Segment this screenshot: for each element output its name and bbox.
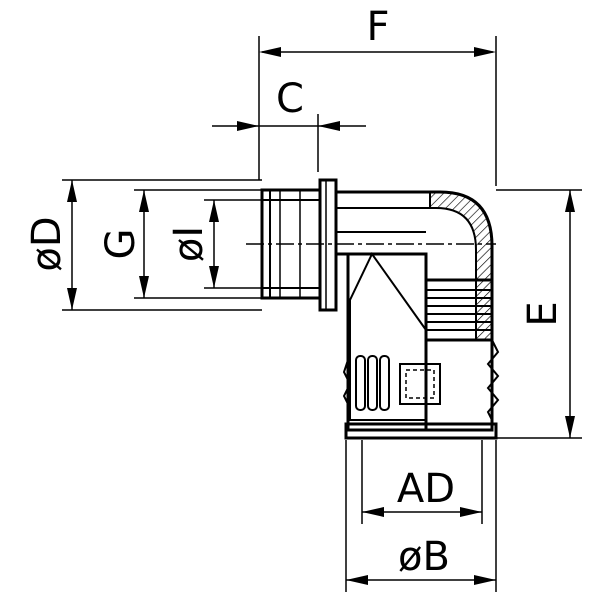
dim-AD: AD	[361, 440, 483, 524]
label-F: F	[366, 4, 389, 50]
outlet-nut	[424, 278, 494, 432]
label-I: øI	[166, 226, 212, 262]
dim-E: E	[496, 189, 582, 439]
dimensions: F C øD G	[24, 4, 582, 592]
dim-B: øB	[345, 440, 497, 592]
serration	[486, 339, 500, 421]
dim-I: øI	[166, 199, 262, 289]
label-E: E	[520, 301, 566, 326]
dim-F: F	[258, 4, 497, 186]
dim-C: C	[212, 76, 366, 172]
label-D: øD	[24, 216, 70, 271]
elbow-section-hatch	[429, 191, 493, 341]
label-AD: AD	[397, 466, 455, 512]
nut-ribs	[426, 289, 492, 331]
fitting-body	[246, 178, 500, 440]
bottom-flange	[344, 422, 498, 440]
label-C: C	[276, 76, 304, 122]
dim-D: øD	[24, 179, 262, 311]
grip-ribs	[355, 355, 390, 411]
wedge	[349, 252, 427, 421]
label-B: øB	[398, 534, 450, 580]
dim-G: G	[98, 189, 262, 299]
collar	[318, 178, 338, 312]
label-G: G	[98, 229, 144, 260]
